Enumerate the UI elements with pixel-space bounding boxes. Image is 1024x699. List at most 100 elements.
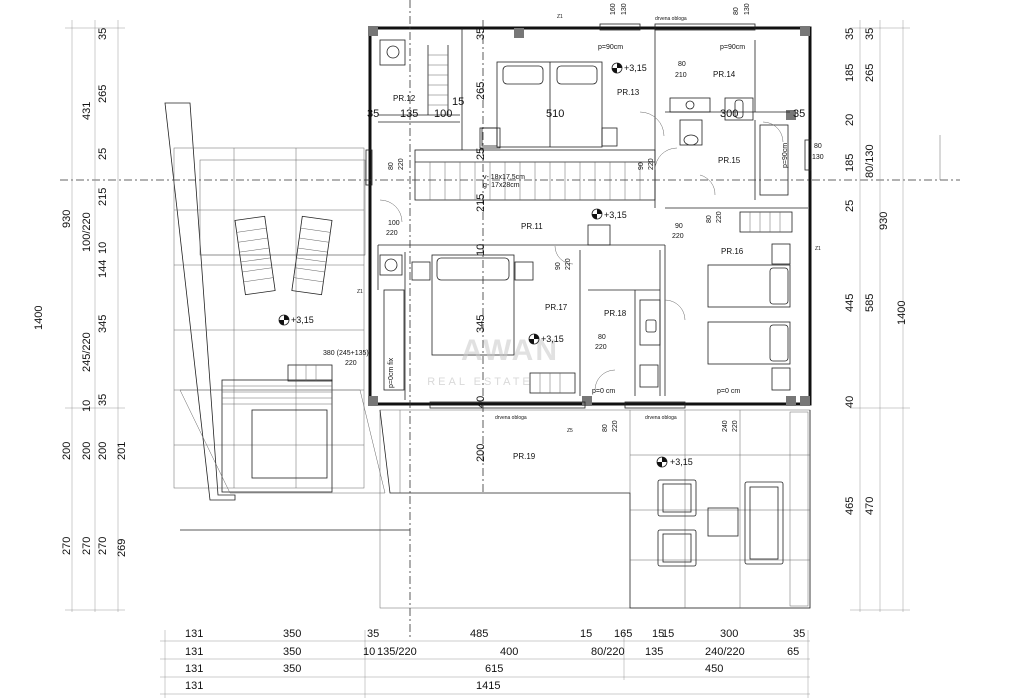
svg-text:265: 265 — [864, 64, 876, 82]
svg-text:220: 220 — [648, 158, 655, 170]
svg-text:131: 131 — [185, 646, 203, 658]
svg-text:1415: 1415 — [476, 680, 500, 692]
svg-text:80: 80 — [388, 162, 395, 170]
watermark: AWAN REAL ESTATE — [427, 334, 559, 388]
svg-text:80: 80 — [602, 424, 609, 432]
svg-text:1400: 1400 — [33, 306, 45, 330]
svg-text:130: 130 — [812, 154, 824, 161]
svg-text:585: 585 — [864, 294, 876, 312]
svg-text:p=90cm: p=90cm — [720, 44, 745, 51]
svg-text:10: 10 — [475, 244, 487, 256]
room-label: PR.12 — [393, 94, 416, 103]
svg-text:130: 130 — [744, 3, 751, 15]
watermark-main: AWAN — [461, 334, 559, 367]
wardrobes — [379, 39, 793, 394]
staircase — [414, 45, 656, 201]
svg-text:930: 930 — [61, 210, 73, 228]
notes: p=90cm p=90cm p=90cm p=0 cm p=0 cm p=0cm… — [357, 14, 821, 434]
beds-pr16 — [707, 243, 791, 391]
svg-text:265: 265 — [97, 85, 109, 103]
svg-text:220: 220 — [398, 158, 405, 170]
svg-text:80: 80 — [678, 61, 686, 68]
svg-text:135: 135 — [400, 108, 418, 120]
svg-text:drvena obloga: drvena obloga — [645, 415, 677, 421]
svg-text:90: 90 — [638, 162, 645, 170]
svg-text:65: 65 — [787, 646, 799, 658]
dimension-lines — [65, 20, 910, 698]
svg-text:510: 510 — [546, 108, 564, 120]
svg-text:10: 10 — [363, 646, 375, 658]
svg-text:144: 144 — [97, 260, 109, 278]
svg-text:215: 215 — [475, 194, 487, 212]
level-marker: +3,15 — [656, 456, 693, 468]
svg-text:210: 210 — [675, 72, 687, 79]
svg-text:165: 165 — [614, 628, 632, 640]
svg-text:300: 300 — [720, 108, 738, 120]
building-walls — [365, 23, 812, 409]
level-marker: +3,15 — [528, 333, 564, 345]
left-dims: 35 265 25 215 10 144 345 35 200 270 431 … — [33, 28, 128, 557]
svg-text:270: 270 — [61, 537, 73, 555]
svg-text:215: 215 — [97, 188, 109, 206]
svg-text:+3,15: +3,15 — [670, 457, 693, 467]
svg-text:1400: 1400 — [896, 301, 908, 325]
svg-text:465: 465 — [844, 497, 856, 515]
bed-pr13 — [481, 61, 618, 148]
svg-text:90: 90 — [675, 223, 683, 230]
room-label: PR.13 — [617, 88, 640, 97]
svg-text:470: 470 — [864, 497, 876, 515]
svg-text:10: 10 — [97, 242, 109, 254]
svg-text:25: 25 — [844, 200, 856, 212]
svg-text:p=0cm fix: p=0cm fix — [388, 357, 395, 388]
svg-text:40: 40 — [844, 396, 856, 408]
room-label: PR.14 — [713, 70, 736, 79]
svg-text:15: 15 — [580, 628, 592, 640]
svg-text:15: 15 — [652, 628, 664, 640]
level-marker: +3,15 — [278, 314, 314, 326]
svg-text:80: 80 — [706, 215, 713, 223]
left-terrace — [164, 102, 410, 531]
svg-text:160: 160 — [610, 3, 617, 15]
svg-text:131: 131 — [185, 628, 203, 640]
svg-text:35: 35 — [793, 108, 805, 120]
svg-text:+3,15: +3,15 — [541, 334, 564, 344]
svg-text:135/220: 135/220 — [377, 646, 417, 658]
svg-text:25: 25 — [475, 148, 487, 160]
svg-text:80: 80 — [598, 334, 606, 341]
svg-text:930: 930 — [878, 212, 890, 230]
svg-text:245/220: 245/220 — [81, 332, 93, 372]
svg-text:130: 130 — [621, 3, 628, 15]
sun-lounger — [291, 215, 333, 296]
right-dims: 35 185 20 185 25 445 40 465 35 265 80/13… — [844, 28, 908, 515]
interior-dims: 135 100 15 510 300 35 35 265 35 25 215 1… — [367, 28, 805, 462]
svg-text:185: 185 — [844, 64, 856, 82]
bed-pr17 — [411, 254, 534, 356]
svg-text:p=0 cm: p=0 cm — [717, 388, 740, 395]
level-marker: +3,15 — [591, 208, 627, 220]
svg-text:185: 185 — [844, 154, 856, 172]
svg-text:35: 35 — [367, 108, 379, 120]
svg-text:350: 350 — [283, 628, 301, 640]
stair-riser-label: v- 18x17,5cm — [483, 174, 525, 181]
svg-text:35: 35 — [844, 28, 856, 40]
svg-text:300: 300 — [720, 628, 738, 640]
room-label: PR.19 — [513, 452, 536, 461]
opening-labels: 160 130 80 130 80 210 80 130 80 220 90 2… — [323, 3, 824, 432]
svg-text:131: 131 — [185, 680, 203, 692]
svg-text:80: 80 — [733, 7, 740, 15]
svg-text:p=90cm: p=90cm — [782, 143, 789, 168]
svg-text:100: 100 — [434, 108, 452, 120]
svg-text:p=0 cm: p=0 cm — [592, 388, 615, 395]
svg-text:Z1: Z1 — [815, 246, 821, 252]
svg-text:220: 220 — [672, 233, 684, 240]
watermark-sub: REAL ESTATE — [427, 376, 533, 388]
bottom-dims: 131 350 35 485 15 165 15 15 300 35 131 3… — [185, 628, 805, 692]
svg-text:240: 240 — [722, 420, 729, 432]
svg-text:220: 220 — [595, 344, 607, 351]
svg-text:10: 10 — [81, 400, 93, 412]
room-label: PR.17 — [545, 303, 568, 312]
svg-text:+3,15: +3,15 — [291, 315, 314, 325]
hot-tub — [251, 409, 328, 479]
svg-text:p=90cm: p=90cm — [598, 44, 623, 51]
svg-text:35: 35 — [97, 28, 109, 40]
